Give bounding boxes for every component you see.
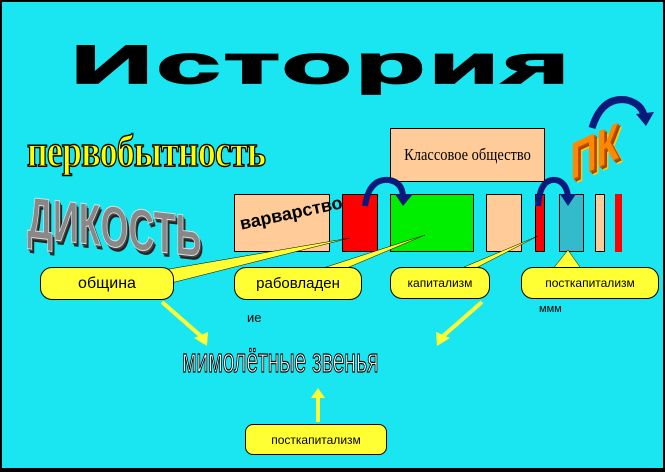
curved-arrow-icon bbox=[535, 176, 576, 207]
slide-title: История bbox=[69, 34, 574, 96]
bottom-callout-label: посткапитализм bbox=[271, 432, 361, 447]
callout-slavery-label: рабовладен bbox=[256, 275, 340, 292]
callout-community: община bbox=[40, 267, 174, 300]
class-society-box: Классовое общество bbox=[390, 128, 545, 182]
peach-block bbox=[486, 194, 522, 252]
peach-strip bbox=[595, 194, 605, 252]
callout-community-label: община bbox=[78, 274, 136, 292]
callout-postcapitalism: посткапитализм bbox=[521, 267, 659, 299]
red-block bbox=[342, 194, 378, 252]
callout-capitalism: капитализм bbox=[390, 267, 490, 299]
class-society-label: Классовое общество bbox=[404, 145, 531, 164]
callout-slavery: рабовладен bbox=[234, 267, 362, 300]
mmm-text: ммм bbox=[539, 303, 562, 315]
barbarism-box: варварство bbox=[234, 192, 344, 252]
bottom-callout-postcapitalism: посткапитализм bbox=[245, 424, 387, 455]
fleeting-links-wordart: мимолётные звенья bbox=[182, 341, 379, 380]
primitive-heading: первобытность bbox=[26, 124, 266, 177]
teal-block bbox=[559, 194, 584, 252]
slavery-tail-text: ие bbox=[247, 310, 262, 325]
callout-postcapitalism-label: посткапитализм bbox=[545, 276, 635, 290]
red-strip-2 bbox=[615, 194, 622, 252]
curved-arrow-icon bbox=[362, 176, 413, 207]
curved-arrow-icon bbox=[588, 96, 654, 130]
callout-capitalism-label: капитализм bbox=[407, 276, 473, 290]
